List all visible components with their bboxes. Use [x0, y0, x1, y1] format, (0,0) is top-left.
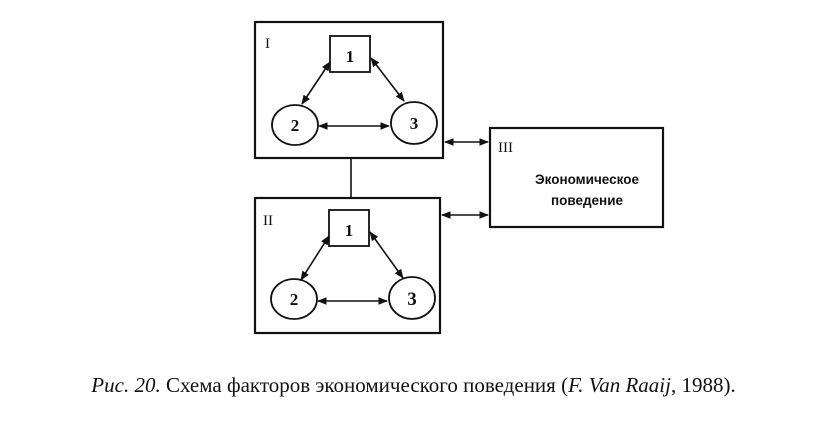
group-1-node-2	[271, 104, 319, 146]
group-3-label: III	[498, 140, 513, 156]
group-1: I 1 2 3	[253, 20, 445, 160]
group-1-edge-1-2	[301, 61, 331, 105]
group-2: II 1 2 3	[253, 196, 442, 335]
group-2-label: II	[263, 213, 273, 229]
group-1-label: I	[265, 36, 270, 52]
group-1-node-3-label: 3	[410, 114, 419, 133]
caption-year: , 1988).	[670, 373, 736, 397]
figure-caption: Рис. 20. Схема факторов экономического п…	[0, 373, 827, 398]
caption-text: Схема факторов экономического поведения …	[160, 373, 569, 397]
caption-author: F. Van Raaij	[568, 373, 671, 397]
group-1-edge-1-3	[370, 57, 405, 102]
caption-figure-label: Рис. 20.	[91, 373, 161, 397]
group-2-node-1-label: 1	[345, 221, 354, 240]
group-2-edge-1-2	[300, 235, 330, 281]
group-3-text-line-2: поведение	[551, 193, 624, 208]
group-1-node-2-label: 2	[291, 116, 300, 135]
group-2-node-1	[328, 209, 370, 247]
group-1-node-3	[390, 101, 438, 145]
group-2-node-3-label: 3	[407, 289, 417, 310]
group-1-node-1	[329, 35, 371, 73]
group-3-frame	[488, 126, 665, 229]
group-2-frame	[253, 196, 442, 335]
group-3-text-line-1: Экономическое	[535, 172, 639, 187]
group-1-frame	[253, 20, 445, 160]
group-2-node-2	[270, 278, 318, 320]
group-2-edge-1-3	[369, 231, 404, 279]
group-2-node-2-label: 2	[290, 290, 299, 309]
group-2-node-3	[388, 276, 436, 320]
group-3: III Экономическое поведение	[488, 126, 665, 229]
group-1-node-1-label: 1	[346, 47, 355, 66]
factor-diagram: I 1 2 3 II 1 2 3 III Экономическое повед…	[253, 20, 665, 335]
